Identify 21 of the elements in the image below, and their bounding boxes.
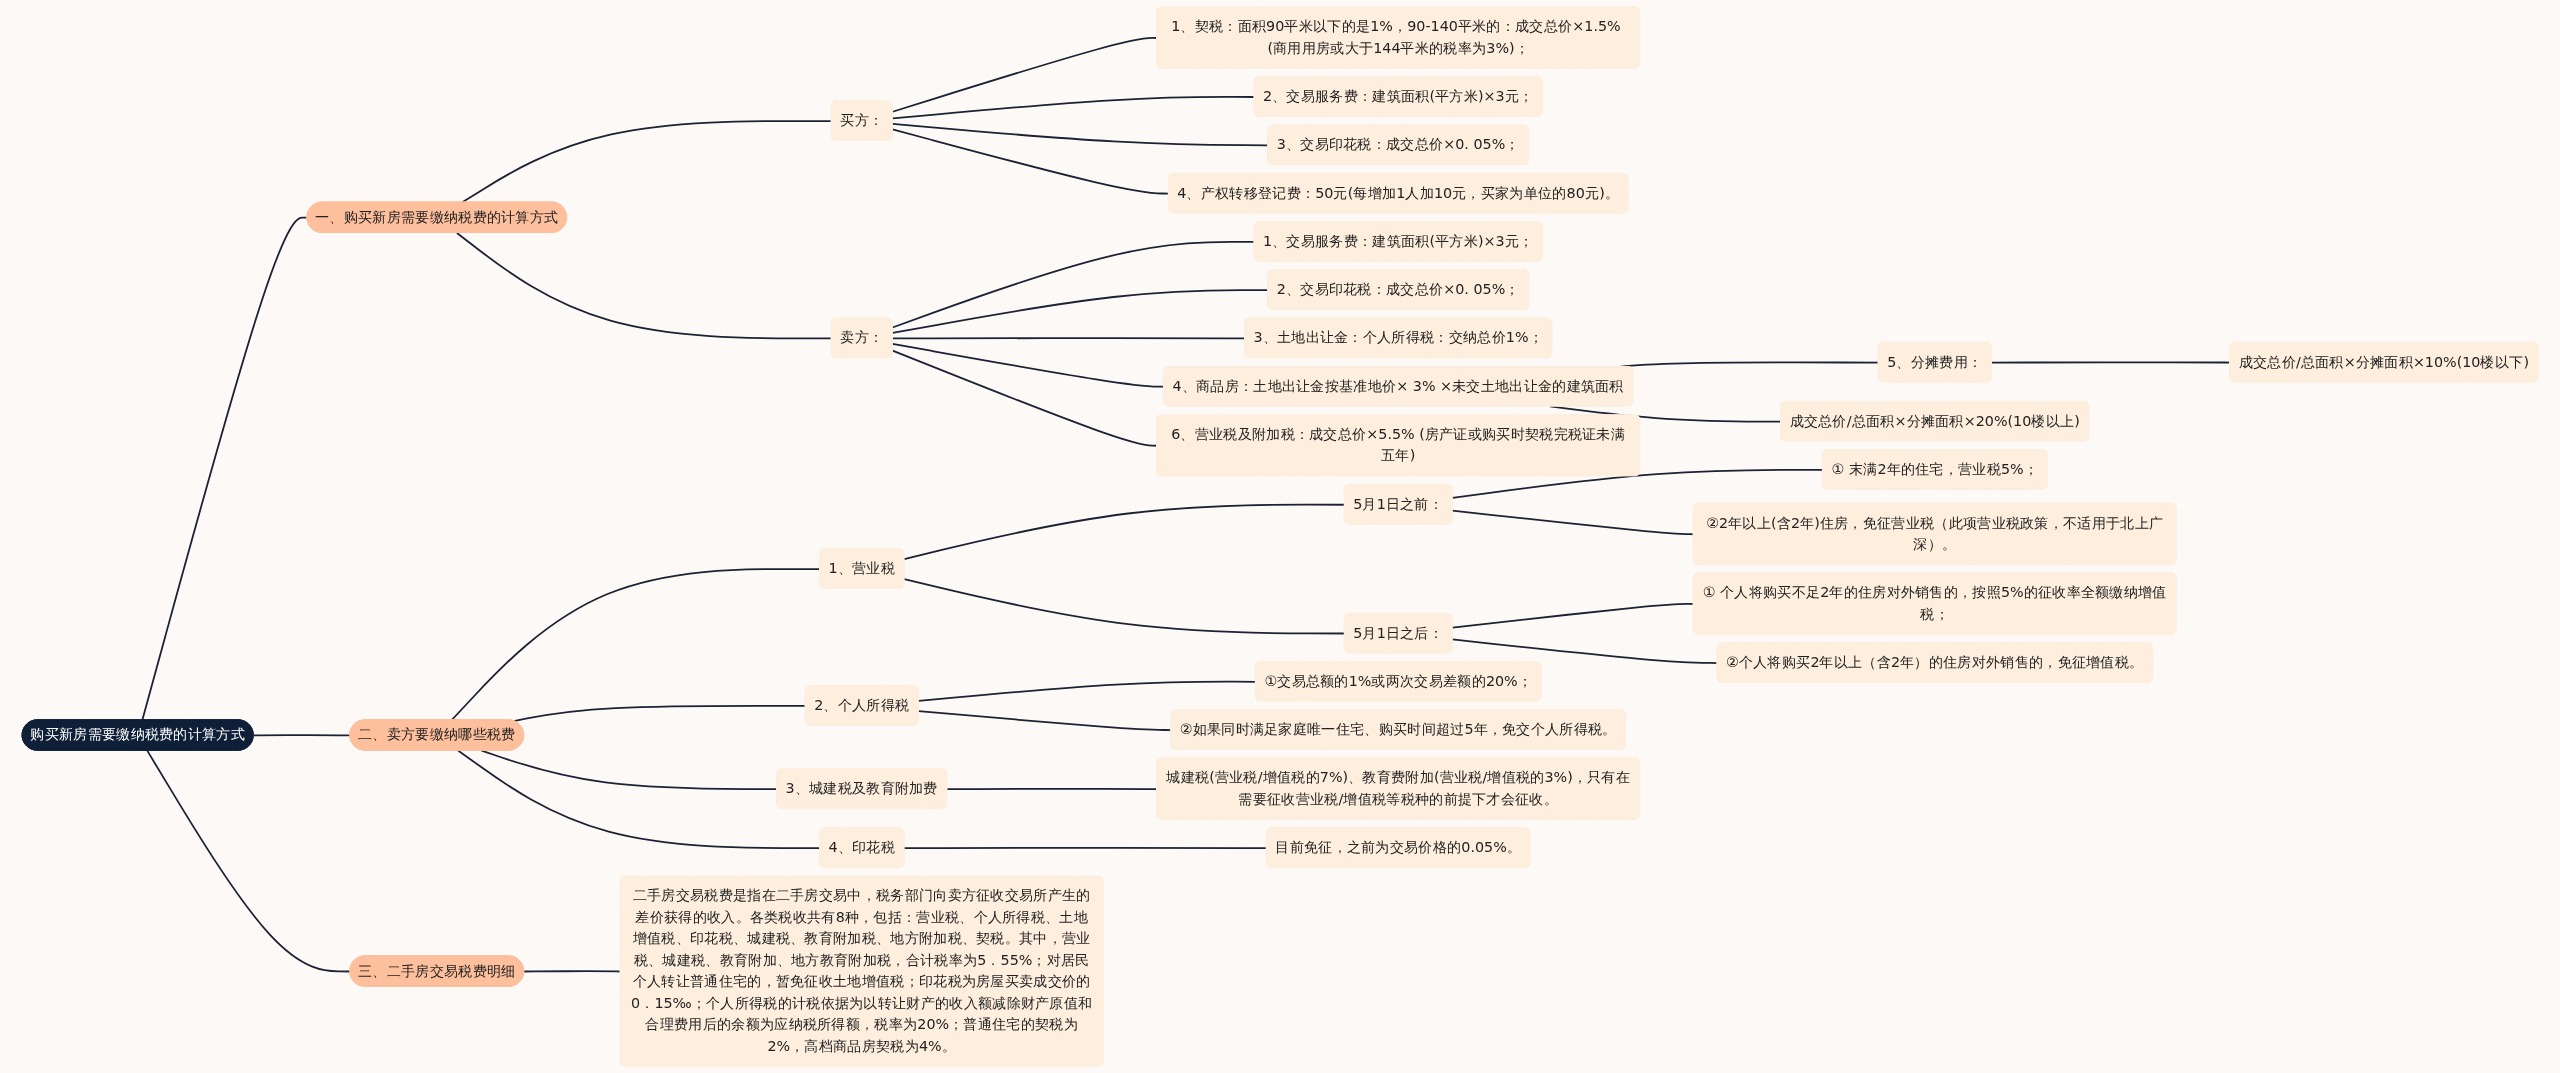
connector: [1451, 638, 1719, 664]
connector: [903, 846, 1268, 849]
connector: [480, 749, 778, 790]
connector: [456, 232, 833, 340]
connector: [891, 128, 1170, 195]
connector: [891, 343, 1165, 388]
connector: [460, 120, 833, 204]
connector: [891, 96, 1256, 120]
connector: [1549, 405, 1782, 423]
connector: [523, 970, 622, 973]
connector: [450, 568, 821, 722]
connector: [917, 680, 1257, 702]
connector: [457, 749, 821, 849]
connector: [891, 337, 1246, 340]
connector: [903, 503, 1346, 560]
connector: [512, 704, 807, 722]
connector: [903, 578, 1346, 635]
connector: [1451, 603, 1695, 629]
connector: [1451, 468, 1824, 499]
connector: [891, 240, 1256, 329]
connector: [1451, 509, 1695, 536]
